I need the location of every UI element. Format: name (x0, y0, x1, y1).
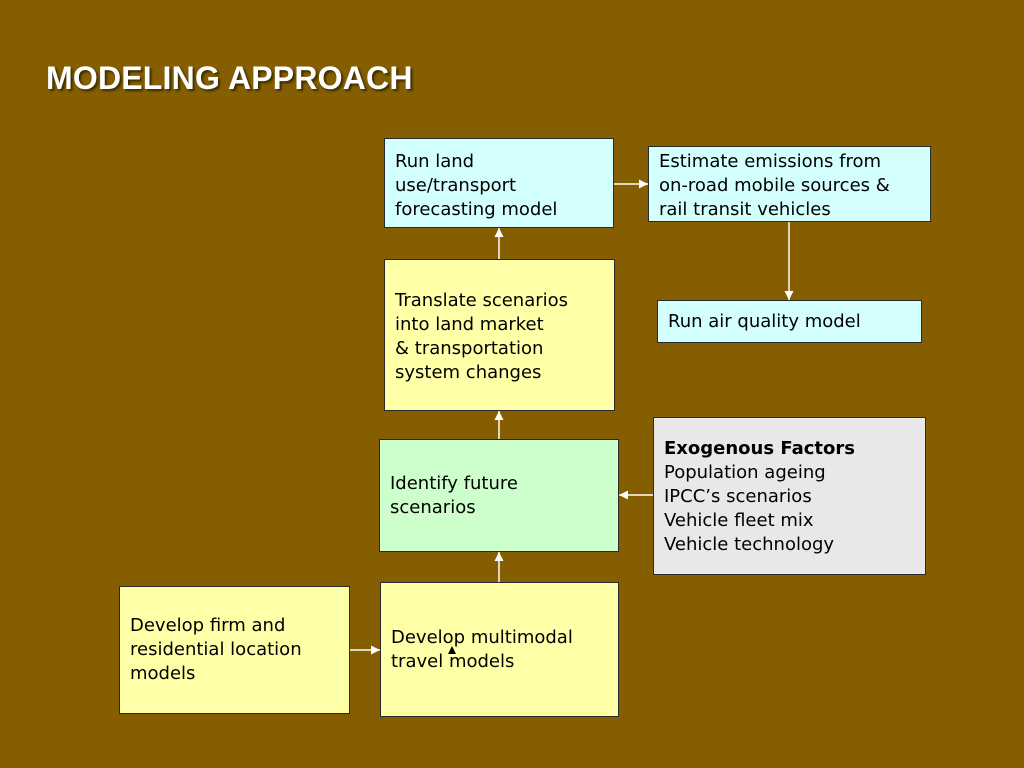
run-air-quality-model-box: Run air quality model (657, 300, 922, 343)
box-text-line: Vehicle technology (664, 534, 835, 555)
translate-scenarios-box: Translate scenarios into land market & t… (384, 259, 615, 411)
box-text-line: residential location (130, 639, 302, 660)
box-text-line: into land market (395, 314, 544, 335)
box-text-line: Vehicle fleet mix (664, 510, 814, 531)
box-text-line: Develop multimodal (391, 626, 573, 648)
box-text-line: IPCC’s scenarios (664, 486, 812, 507)
box-text-line: Run air quality model (668, 310, 861, 332)
box-text-line: system changes (395, 362, 542, 383)
box-text-line: Identify future (390, 472, 518, 494)
box-text-line: rail transit vehicles (659, 199, 831, 220)
exogenous-factors-box: Exogenous Factors Population ageing IPCC… (653, 417, 926, 575)
exogenous-factors-heading: Exogenous Factors (664, 438, 855, 459)
estimate-emissions-box: Estimate emissions from on-road mobile s… (648, 146, 931, 222)
slide-title: MODELING APPROACH (46, 60, 413, 96)
box-text-line: on-road mobile sources & (659, 175, 890, 196)
identify-future-scenarios-box: Identify future scenarios (379, 439, 619, 552)
box-text-line: travel models (391, 650, 515, 672)
box-text-line: forecasting model (395, 199, 558, 220)
run-land-use-model-box: Run land use/transport forecasting model (384, 138, 614, 228)
box-text-line: & transportation (395, 338, 544, 359)
box-text-line: scenarios (390, 496, 476, 518)
box-text-line: models (130, 663, 196, 684)
box-text-line: use/transport (395, 175, 517, 196)
box-text-line: Develop firm and (130, 615, 286, 636)
box-text-line: Translate scenarios (395, 290, 569, 311)
develop-travel-models-box: Develop multimodal travel models (380, 582, 619, 717)
develop-location-models-box: Develop firm and residential location mo… (119, 586, 350, 714)
box-text-line: Run land (395, 151, 475, 172)
box-text-line: Population ageing (664, 462, 826, 483)
small-triangle-marker (448, 646, 456, 654)
box-text-line: Estimate emissions from (659, 151, 882, 172)
